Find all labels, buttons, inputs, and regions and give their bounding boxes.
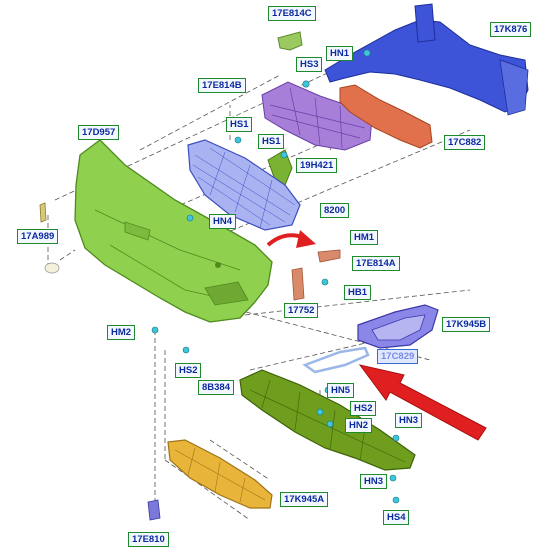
bracket-19H421: [267, 149, 293, 186]
callout-HN2: HN2: [345, 418, 373, 433]
callout-17A989: 17A989: [17, 229, 59, 244]
callout-HM1: HM1: [350, 230, 379, 245]
callout-8B384: 8B384: [198, 380, 234, 395]
callout-HS3: HS3: [296, 57, 323, 72]
highlight-arrow-red: [358, 364, 487, 441]
callout-17K876: 17K876: [490, 22, 532, 37]
callout-HS2-right: HS2: [350, 401, 377, 416]
callout-17K945B: 17K945B: [442, 317, 491, 332]
callout-17E814B: 17E814B: [198, 78, 246, 93]
bumper-cover-17D957: [74, 139, 273, 323]
fasteners: [151, 49, 400, 504]
callout-HB1: HB1: [344, 285, 372, 300]
callout-HN5: HN5: [327, 383, 355, 398]
front-reinforcement-17K876: [324, 3, 529, 116]
callout-17E814A: 17E814A: [352, 256, 400, 271]
callout-8200: 8200: [320, 203, 350, 218]
callout-HN3-upper: HN3: [395, 413, 423, 428]
bracket-17E814A: [317, 249, 341, 263]
bracket-17E810: [147, 499, 161, 521]
callout-19H421: 19H421: [296, 158, 338, 173]
sensor-17A989: [39, 202, 60, 274]
callout-HN3-lower: HN3: [360, 474, 388, 489]
curved-arrow-red: [266, 230, 316, 248]
callout-17C882: 17C882: [444, 135, 486, 150]
callout-17K945A: 17K945A: [280, 492, 329, 507]
upper-grille-frame-17E814B: [261, 81, 373, 151]
callout-HS4: HS4: [383, 510, 410, 525]
callout-17C829: 17C829: [377, 349, 419, 364]
callout-HS1-upper: HS1: [226, 117, 253, 132]
trim-17C829: [302, 346, 370, 374]
fog-bezel-17K945B: [357, 304, 439, 349]
absorber-17C882: [339, 84, 433, 149]
callout-HS1-lower: HS1: [258, 134, 285, 149]
callout-HN4: HN4: [209, 214, 237, 229]
callout-17D957: 17D957: [78, 125, 120, 140]
callout-17752: 17752: [284, 303, 319, 318]
callout-17E810: 17E810: [128, 532, 169, 547]
lower-grille-8200: [187, 139, 301, 231]
callout-HM2: HM2: [107, 325, 136, 340]
lower-shield-17K945A: [167, 439, 273, 509]
callout-HN1: HN1: [326, 46, 354, 61]
callout-HS2-left: HS2: [175, 363, 202, 378]
callout-17E814C: 17E814C: [268, 6, 316, 21]
bracket-17752: [291, 267, 305, 301]
bracket-17E814C: [277, 31, 303, 51]
